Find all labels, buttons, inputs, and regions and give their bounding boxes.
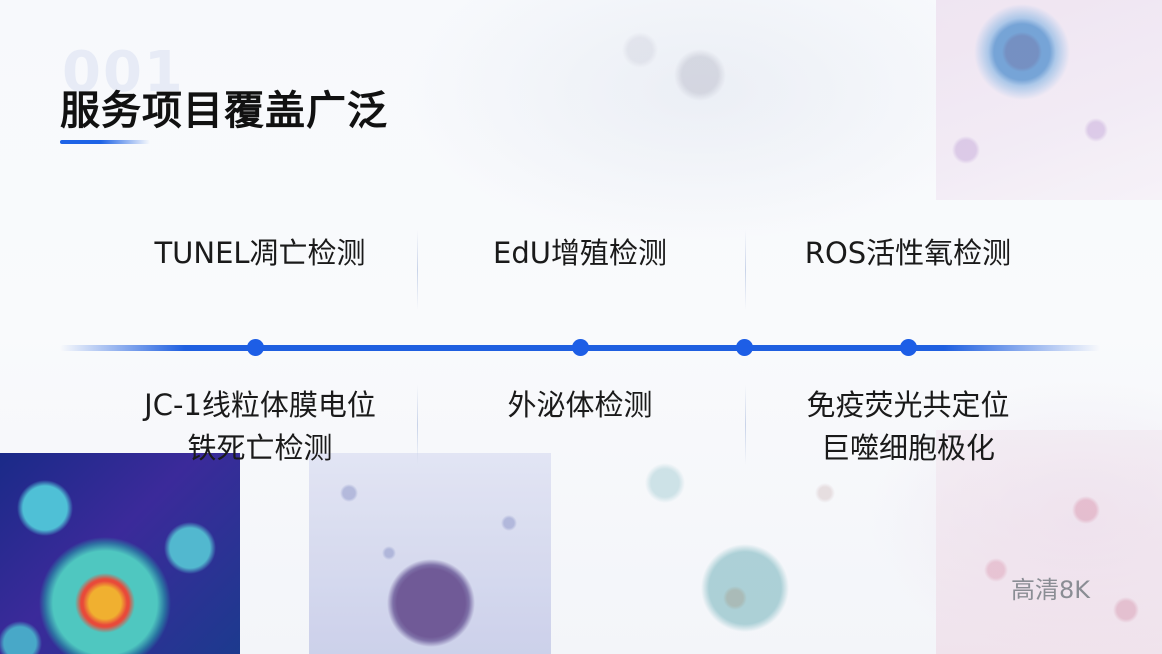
divider-top-2 (745, 230, 746, 310)
service-label-exosome-line1: 外泌体检测 (507, 388, 653, 422)
service-label-exosome: 外泌体检测 (430, 384, 730, 427)
microscopy-cell-image-bottom-center (309, 453, 551, 654)
divider-bottom-2 (745, 385, 746, 465)
microscopy-faded-image-top (610, 20, 790, 130)
service-label-edu: EdU增殖检测 (493, 236, 667, 270)
service-label-if-colocalization: 免疫荧光共定位 巨噬细胞极化 (758, 384, 1058, 470)
page-title: 服务项目覆盖广泛 (60, 88, 388, 134)
section-number: 001 (62, 40, 185, 105)
service-label-jc1: JC-1线粒体膜电位 铁死亡检测 (110, 384, 410, 470)
service-label-jc1-line1: JC-1线粒体膜电位 (144, 388, 376, 422)
timeline-dot-4 (900, 339, 917, 356)
microscopy-cell-image-bottom-right (936, 430, 1162, 654)
service-label-ros: ROS活性氧检测 (804, 236, 1012, 270)
timeline-dot-2 (572, 339, 589, 356)
microscopy-cell-image-top-right (936, 0, 1162, 200)
divider-bottom-1 (417, 385, 418, 465)
divider-top-1 (417, 230, 418, 310)
title-underline (60, 140, 150, 144)
service-label-ferroptosis: 铁死亡检测 (187, 431, 333, 465)
timeline-dot-3 (736, 339, 753, 356)
service-label-if-line1: 免疫荧光共定位 (806, 388, 1010, 422)
service-label-tunel: TUNEL凋亡检测 (154, 236, 366, 270)
timeline-dot-1 (247, 339, 264, 356)
watermark-text: 高清8K (1011, 576, 1091, 604)
microscopy-cell-image-bottom-left (0, 453, 240, 654)
service-label-macrophage: 巨噬细胞极化 (820, 431, 995, 465)
microscopy-cell-image-bottom-center-right (625, 453, 865, 654)
